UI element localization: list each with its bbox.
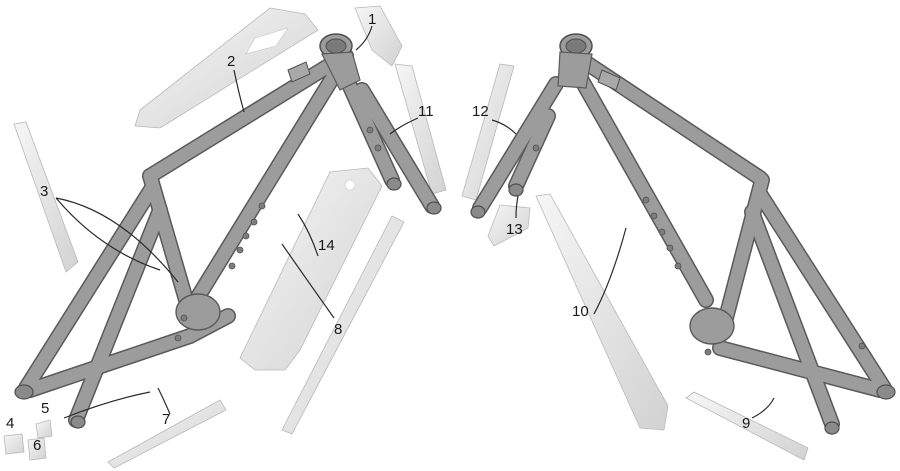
film-chainstay-left <box>107 399 227 469</box>
film-fork-lower-right <box>487 204 531 247</box>
callout-7: 7 <box>162 411 170 428</box>
callout-1: 1 <box>368 11 376 28</box>
callout-4: 4 <box>6 415 14 432</box>
leader-lines <box>55 25 775 419</box>
film-seat-stay-left <box>13 121 79 273</box>
callout-5: 5 <box>41 400 49 417</box>
frame-left <box>14 33 442 429</box>
film-head-tube-left <box>354 5 403 67</box>
film-chainstay-right <box>685 391 809 461</box>
callout-12: 12 <box>472 103 489 120</box>
callout-labels: 1 2 3 4 5 6 7 8 9 10 11 12 13 14 <box>6 11 750 454</box>
callout-8: 8 <box>334 321 342 338</box>
film-down-tube-lower-left <box>281 215 405 435</box>
film-small-4 <box>3 433 25 455</box>
callout-9: 9 <box>742 415 750 432</box>
film-down-tube-right <box>535 193 669 431</box>
callout-14: 14 <box>318 237 335 254</box>
callout-11: 11 <box>418 103 434 120</box>
film-small-5 <box>35 419 53 439</box>
callout-10: 10 <box>572 303 589 320</box>
callout-13: 13 <box>506 221 523 238</box>
film-down-tube-left <box>239 167 383 371</box>
protective-film-pieces <box>3 5 809 469</box>
film-fork-left <box>394 63 447 195</box>
film-small-6 <box>27 437 47 461</box>
frame-right <box>470 33 896 435</box>
callout-3: 3 <box>40 183 48 200</box>
callout-6: 6 <box>33 437 41 454</box>
callout-2: 2 <box>227 53 235 70</box>
